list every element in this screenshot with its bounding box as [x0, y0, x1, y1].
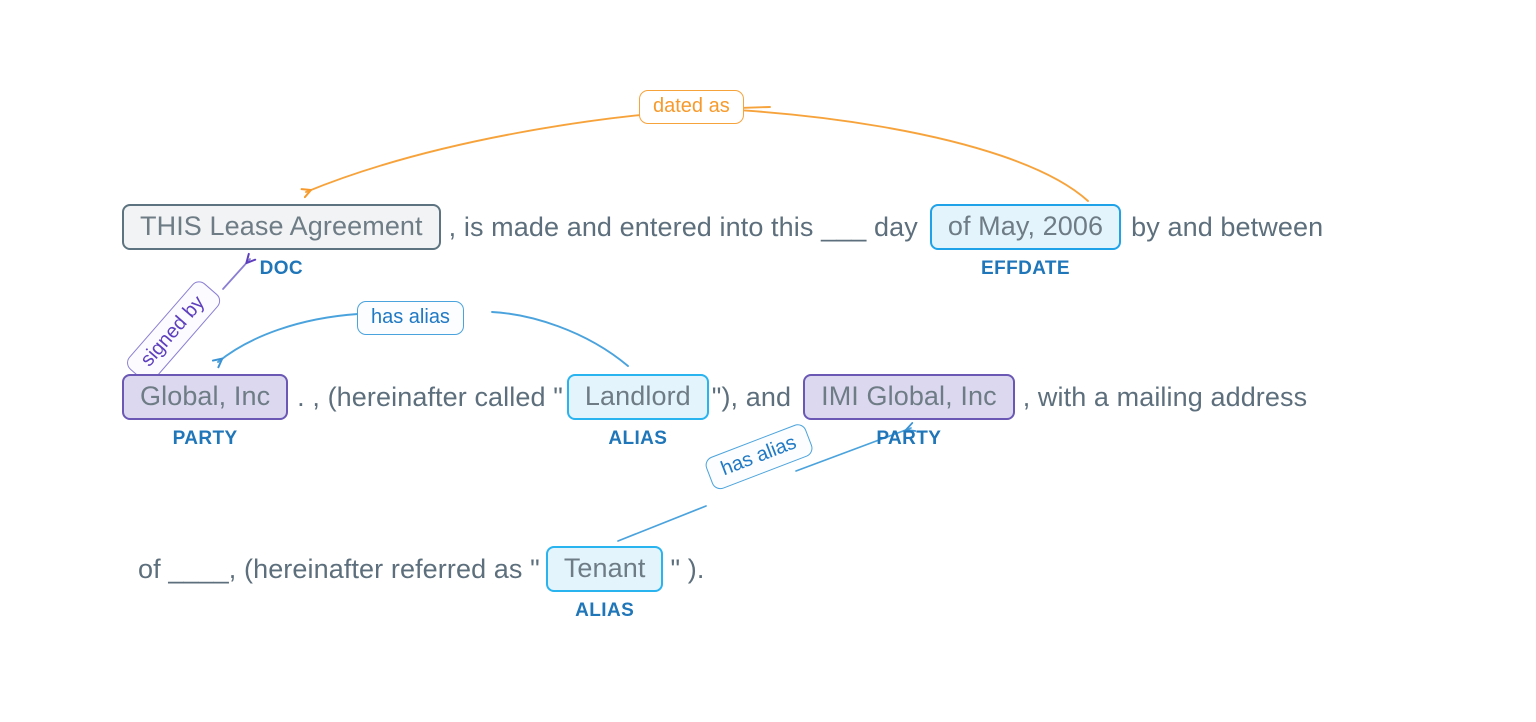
entity-type-label-alias-1: ALIAS	[608, 428, 668, 450]
plain-text-2c: , with a mailing address	[1022, 381, 1308, 412]
plain-text-1b: by and between	[1131, 211, 1324, 242]
text-line-1: THIS Lease Agreement DOC , is made and e…	[122, 204, 1324, 279]
entity-party-imi[interactable]: IMI Global, Inc PARTY	[803, 374, 1015, 449]
plain-text-1a: , is made and entered into this ___ day	[448, 211, 918, 242]
entity-chip-alias-tenant[interactable]: Tenant	[545, 546, 664, 593]
relation-label-has-alias-2[interactable]: has alias	[703, 421, 816, 492]
relation-arrow-signed-by-tail	[222, 252, 257, 290]
entity-chip-party-global[interactable]: Global, Inc	[122, 374, 289, 421]
plain-text-3b: " ).	[670, 553, 705, 584]
relation-arrow-has-alias-2	[617, 505, 707, 542]
entity-chip-doc[interactable]: THIS Lease Agreement	[122, 204, 441, 251]
entity-alias-tenant[interactable]: Tenant ALIAS	[545, 546, 664, 621]
plain-text-2a: . , (hereinafter called "	[297, 381, 563, 412]
text-line-3: of ____, (hereinafter referred as " Tena…	[138, 546, 705, 621]
relation-label-dated-as[interactable]: dated as	[639, 90, 744, 124]
entity-chip-party-imi[interactable]: IMI Global, Inc	[803, 374, 1015, 421]
entity-chip-effdate[interactable]: of May, 2006	[929, 204, 1122, 251]
entity-doc[interactable]: THIS Lease Agreement DOC	[122, 204, 441, 279]
relation-label-has-alias-1[interactable]: has alias	[357, 301, 464, 335]
relation-arrow-has-alias-1	[491, 311, 629, 367]
entity-party-global[interactable]: Global, Inc PARTY	[122, 374, 289, 449]
entity-type-label-party-2: PARTY	[876, 428, 942, 450]
entity-type-label-doc: DOC	[259, 258, 304, 280]
entity-type-label-effdate: EFFDATE	[981, 258, 1070, 280]
entity-alias-landlord[interactable]: Landlord ALIAS	[566, 374, 709, 449]
text-line-2: Global, Inc PARTY . , (hereinafter calle…	[122, 374, 1308, 449]
entity-chip-alias-landlord[interactable]: Landlord	[566, 374, 709, 421]
entity-type-label-party-1: PARTY	[172, 428, 238, 450]
entity-effdate[interactable]: of May, 2006 EFFDATE	[929, 204, 1122, 279]
plain-text-3a: of ____, (hereinafter referred as "	[138, 553, 540, 584]
relation-arrow-has-alias-1-tail	[211, 313, 359, 369]
plain-text-2b: "), and	[711, 381, 792, 412]
relation-label-signed-by[interactable]: signed by	[123, 277, 224, 386]
entity-type-label-alias-2: ALIAS	[575, 600, 635, 622]
